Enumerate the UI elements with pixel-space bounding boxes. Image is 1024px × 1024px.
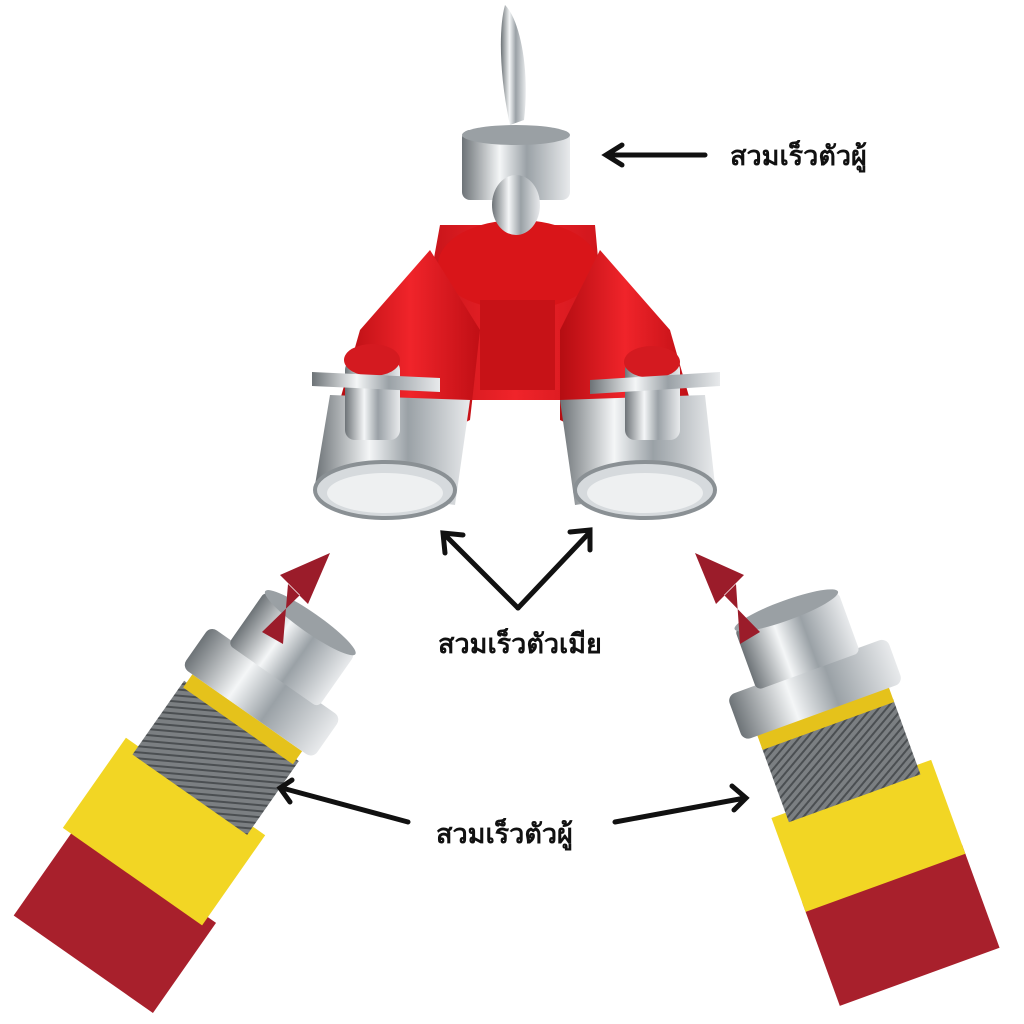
label-male-coupling-top: สวมเร็วตัวผู้ — [730, 141, 867, 172]
pointer-arrows — [276, 142, 750, 825]
label-male-coupling-bottom: สวมเร็วตัวผู้ — [436, 819, 573, 850]
arrow-bottom-right — [612, 783, 750, 825]
arrow-top — [601, 142, 708, 168]
left-male-coupling — [184, 629, 339, 756]
connect-arrows — [262, 553, 760, 644]
label-female-coupling: สวมเร็วตัวเมีย — [438, 629, 602, 660]
right-hose — [729, 589, 1000, 1006]
connect-arrow-right — [695, 553, 760, 644]
left-hose — [13, 590, 356, 1013]
connect-arrow-left — [262, 553, 330, 644]
right-male-coupling — [729, 639, 901, 739]
top-male-coupling — [462, 130, 570, 200]
arrow-mid-left — [440, 530, 521, 611]
y-divider-valve — [312, 5, 720, 520]
arrow-mid-right — [515, 527, 593, 611]
arrow-bottom-left — [276, 777, 411, 825]
lever-handle — [500, 5, 526, 125]
